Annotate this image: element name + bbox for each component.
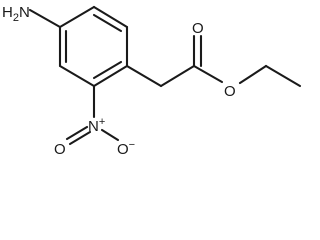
chemical-structure: H2N N+ O O− O O — [2, 4, 302, 158]
ring-bond-c2-c3 — [92, 5, 129, 29]
bond-ch2-to-carbonyl-carbon — [159, 64, 196, 88]
carbonyl-oxygen-label: O — [192, 20, 204, 37]
benzene-ring — [58, 5, 129, 88]
bond-ring-to-ch2 — [125, 64, 163, 88]
bond-ethyl-ch2-to-ch3 — [264, 64, 302, 88]
nitro-nitrogen-label: N+ — [88, 116, 105, 135]
ester-oxygen-label: O — [224, 83, 236, 100]
bond-nitro-n-to-o-double-a — [65, 125, 89, 141]
bond-nitro-n-to-o-double-b — [68, 130, 92, 146]
bond-carbonyl-to-ester-oxygen — [192, 64, 224, 84]
ring-bond-c1-c2 — [58, 5, 96, 29]
ring-double-bond-inner-2 — [92, 60, 123, 80]
ring-double-bond-inner-1 — [92, 13, 123, 33]
ring-bond-c5-c6 — [58, 64, 96, 88]
bond-ring-to-amine — [28, 8, 62, 29]
ring-bond-c4-c5 — [92, 64, 129, 88]
amine-label: H2N — [2, 4, 30, 24]
bond-nitro-n-to-o-single — [100, 128, 120, 142]
nitro-oxygen-double-label: O — [54, 141, 66, 158]
nitro-oxygen-single-label: O− — [117, 139, 135, 158]
bond-ester-oxygen-to-ch2 — [238, 64, 268, 85]
